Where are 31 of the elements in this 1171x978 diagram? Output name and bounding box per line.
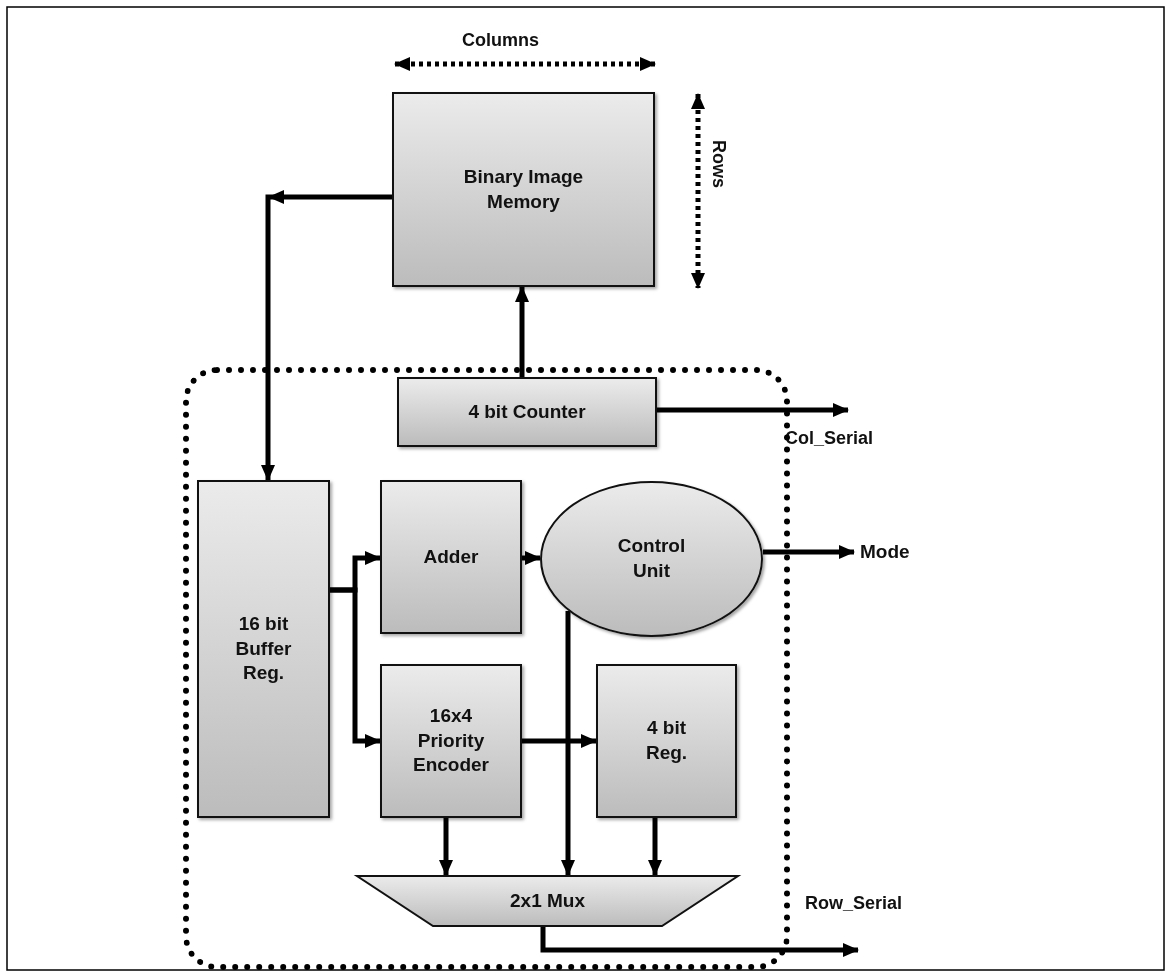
- block-box: [197, 480, 330, 818]
- arrow: [261, 194, 392, 481]
- mux-trapezoid: [356, 875, 739, 927]
- arrow: [515, 286, 529, 377]
- arrow: [763, 545, 855, 559]
- block-box: [397, 377, 657, 447]
- block-label: Adder: [423, 544, 479, 569]
- arrow: [439, 818, 453, 876]
- arrow: [330, 587, 381, 748]
- signal-label: Row_Serial: [805, 893, 903, 914]
- block-label: 2x1 Mux: [510, 888, 585, 913]
- block-box: [392, 92, 655, 287]
- signal-label: Mode: [860, 539, 910, 564]
- arrow: [522, 551, 541, 565]
- dimension-label: Rows: [708, 140, 729, 188]
- block-label: 4 bit Reg.: [644, 716, 689, 765]
- block-box: [596, 664, 737, 818]
- block-label: 16 bit Buffer Reg.: [234, 611, 293, 686]
- block-label: Control Unit: [616, 534, 687, 583]
- arrow: [657, 403, 849, 417]
- arrow: [561, 611, 575, 876]
- block-box: [380, 664, 522, 818]
- arrow: [522, 734, 597, 748]
- dimension-label: Columns: [462, 30, 539, 51]
- block-label: Binary Image Memory: [462, 164, 585, 214]
- arrow: [540, 927, 859, 957]
- block-box: [380, 480, 522, 634]
- block-label: 4 bit Counter: [468, 399, 586, 424]
- signal-label: Col_Serial: [785, 428, 874, 449]
- block-label: 16x4 Priority Encoder: [412, 703, 490, 778]
- arrow: [648, 818, 662, 876]
